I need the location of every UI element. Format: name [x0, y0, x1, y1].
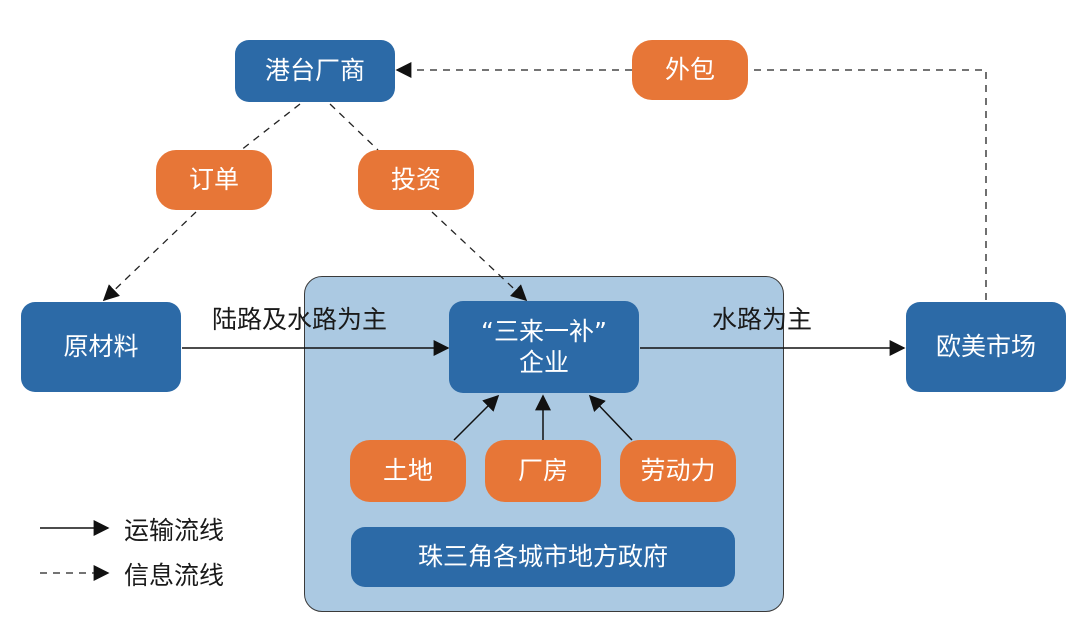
dashed-hk-to-investment: [329, 103, 379, 151]
labor-label: 劳动力: [640, 456, 716, 486]
euro-us-market-label: 欧美市场: [935, 332, 1036, 362]
dashed-hk-to-orders: [235, 103, 301, 155]
legend-transport-label: 运输流线: [124, 516, 225, 545]
land-node: 土地: [350, 440, 466, 502]
government-label: 珠三角各城市地方政府: [417, 542, 668, 572]
government-node: 珠三角各城市地方政府: [351, 527, 735, 587]
enterprise-label-line2: 企业: [518, 348, 569, 377]
raw-materials-label: 原材料: [63, 332, 139, 362]
labor-node: 劳动力: [620, 440, 736, 502]
dashed-investment-to-enterprise: [431, 211, 528, 302]
solid-labor-to-enterprise: [588, 394, 633, 441]
orders-label: 订单: [188, 165, 239, 195]
hk-tw-manufacturers-label: 港台厂商: [264, 56, 365, 86]
enterprise-node: “三来一补” 企业: [449, 301, 639, 393]
legend-information-label: 信息流线: [124, 561, 225, 590]
edge-label-land-and-water: 陆路及水路为主: [212, 305, 388, 334]
dashed-market-to-outsourcing: [750, 69, 987, 300]
edge-label-water: 水路为主: [712, 305, 813, 334]
investment-node: 投资: [358, 150, 474, 210]
raw-materials-node: 原材料: [21, 302, 181, 392]
orders-node: 订单: [156, 150, 272, 210]
enterprise-label-line1: “三来一补”: [481, 316, 607, 346]
factory-label: 厂房: [517, 456, 568, 486]
land-label: 土地: [382, 456, 433, 486]
euro-us-market-node: 欧美市场: [906, 302, 1066, 392]
outsourcing-node: 外包: [632, 40, 748, 100]
hk-tw-manufacturers-node: 港台厂商: [235, 40, 395, 102]
investment-label: 投资: [390, 165, 441, 195]
outsourcing-label: 外包: [664, 55, 715, 85]
dashed-orders-to-raw: [102, 211, 197, 302]
factory-node: 厂房: [485, 440, 601, 502]
solid-land-to-enterprise: [453, 394, 500, 441]
